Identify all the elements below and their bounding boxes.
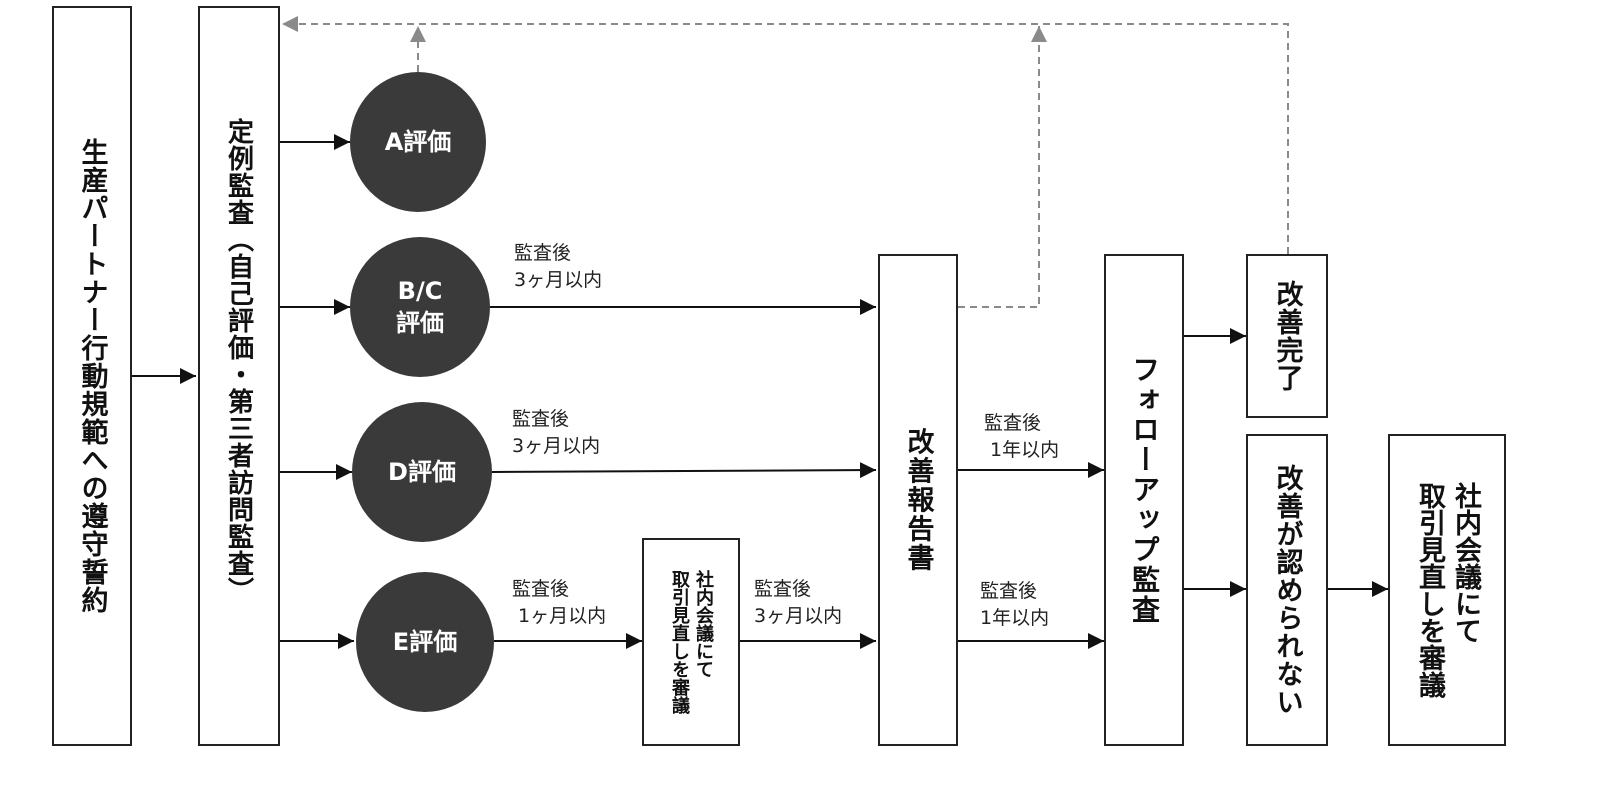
followup-audit-box: フォローアップ監査 [1104, 254, 1184, 746]
internal-review-small-col1: 社内会議にて [693, 570, 714, 678]
internal-review-box-large: 社内会議にて 取引見直しを審議 [1388, 434, 1506, 746]
rating-d-label: D評価 [388, 457, 456, 486]
edge-label-e-to-review: 監査後 1ヶ月以内 [512, 578, 607, 627]
internal-review-box-large-label: 社内会議にて 取引見直しを審議 [1411, 482, 1483, 698]
feedback-line-report [958, 26, 1047, 308]
rating-a-label: A評価 [384, 127, 452, 156]
improvement-complete-box: 改善完了 [1246, 254, 1328, 418]
rating-bc-label-line1: B/C [397, 276, 443, 305]
arrow-d-to-report [491, 462, 877, 479]
pledge-box-label: 生産パートナー行動規範への遵守誓約 [76, 138, 108, 614]
rating-bc-label-line2: 評価 [396, 309, 444, 337]
rating-d-circle: D評価 [352, 402, 492, 542]
not-improved-box: 改善が認められない [1246, 434, 1328, 746]
internal-review-small-col2: 取引見直しを審議 [669, 570, 690, 714]
feedback-line-main [282, 16, 1289, 254]
rating-e-label: E評価 [392, 627, 458, 656]
internal-review-large-col1: 社内会議にて [1450, 482, 1481, 644]
improvement-complete-label: 改善完了 [1271, 280, 1303, 392]
pledge-box: 生産パートナー行動規範への遵守誓約 [52, 6, 132, 746]
rating-bc-circle: B/C 評価 [350, 237, 490, 377]
rating-a-circle: A評価 [350, 72, 486, 212]
regular-audit-box-label: 定例監査（自己評価・第三者訪問監査） [223, 118, 254, 605]
regular-audit-box: 定例監査（自己評価・第三者訪問監査） [198, 6, 280, 746]
rating-e-circle: E評価 [356, 572, 494, 712]
internal-review-box-small-label: 社内会議にて 取引見直しを審議 [667, 570, 715, 714]
edge-label-bc-to-report: 監査後 3ヶ月以内 [514, 242, 603, 291]
edge-label-report-to-followup-1: 監査後 1年以内 [984, 412, 1060, 461]
followup-audit-label: フォローアップ監査 [1128, 355, 1161, 626]
edge-label-report-to-followup-2: 監査後 1年以内 [980, 580, 1050, 629]
rating-bc-label: B/C 評価 [396, 275, 444, 340]
edge-label-review-to-report: 監査後 3ヶ月以内 [754, 578, 843, 627]
not-improved-label: 改善が認められない [1271, 464, 1303, 716]
internal-review-large-col2: 取引見直しを審議 [1414, 482, 1445, 698]
improvement-report-label: 改善報告書 [902, 427, 934, 573]
improvement-report-box: 改善報告書 [878, 254, 958, 746]
edge-label-d-to-report: 監査後 3ヶ月以内 [512, 408, 601, 457]
internal-review-box-small: 社内会議にて 取引見直しを審議 [642, 538, 740, 746]
